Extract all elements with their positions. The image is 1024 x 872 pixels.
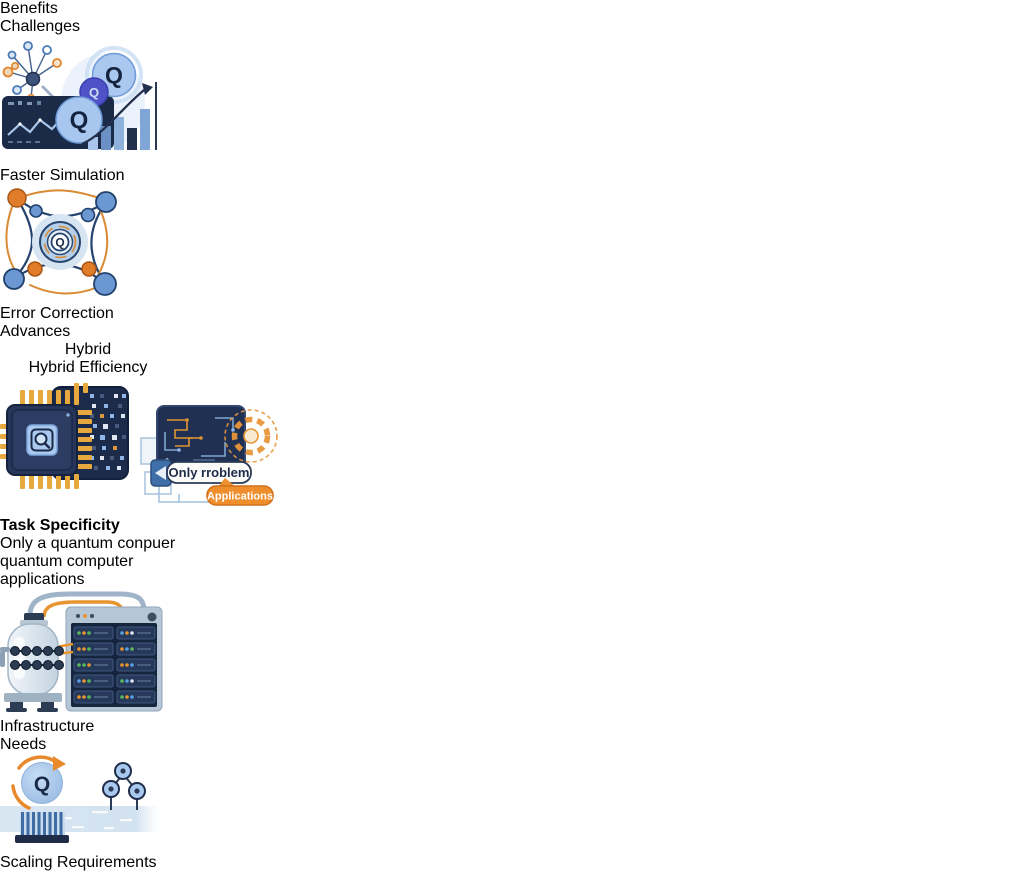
server-rack-icon <box>65 606 163 712</box>
infrastructure-cryostat-server-icon <box>0 591 163 712</box>
hybrid-chip-icon <box>0 383 129 489</box>
desc-line: applications <box>0 571 85 588</box>
quantum-simulation-growth-icon: Q Q Q <box>2 41 157 150</box>
benefit-label-hybrid: Hybrid Hybrid Efficiency <box>0 341 176 377</box>
label-line: Infrastructure <box>0 718 95 735</box>
benefit-label-faster-simulation: Faster Simulation <box>0 167 125 184</box>
label-line: Needs <box>0 736 47 753</box>
qubit-molecule-icon <box>102 762 146 810</box>
challenge-heading-task-specificity: Task Specificity <box>0 517 120 534</box>
bubble-orange-label: Applications <box>207 491 273 503</box>
bubble-white-label: Only rroblem <box>169 465 250 480</box>
qubit-cycle-icon: Q <box>11 755 66 810</box>
challenge-desc-task-specificity: Only a quantum conpuer quantum computer … <box>0 535 1024 589</box>
challenge-heading-scaling: Scaling Requirements <box>0 854 157 871</box>
growth-bar-chart-icon <box>81 82 157 150</box>
heatsink-icon <box>15 812 69 843</box>
benefits-title: Benefits <box>0 0 58 17</box>
benefit-label-error-correction: Error Correction Advances <box>0 305 1024 341</box>
label-line: Hybrid Efficiency <box>28 359 148 376</box>
desc-line: quantum computer <box>0 553 134 570</box>
speech-bubble-orange: Applications <box>206 478 275 506</box>
speech-bubble-white: Only rroblem <box>150 459 253 487</box>
label-line: Hybrid <box>64 341 112 358</box>
task-specificity-circuit-icon: Only rroblem Applications <box>140 405 279 506</box>
cryostat-tank-icon <box>0 613 64 712</box>
circuit-dot-grid-icon <box>90 394 126 470</box>
label-line: Advances <box>0 323 71 340</box>
challenge-heading-infrastructure: Infrastructure Needs <box>0 718 1024 754</box>
error-correction-lattice-icon: Q <box>3 188 117 296</box>
desc-line: Only a quantum conpuer <box>0 535 176 552</box>
label-line: Error Correction <box>0 305 114 322</box>
q-glyph: Q <box>55 236 64 250</box>
q-glyph: Q <box>105 62 123 88</box>
dashed-ring-icon <box>224 409 279 463</box>
q-glyph: Q <box>89 85 99 100</box>
q-glyph: Q <box>34 773 50 796</box>
scaling-qubit-icon: Q <box>0 755 160 843</box>
q-glyph: Q <box>70 107 89 134</box>
qubit-bubbles-icon: Q Q Q <box>55 52 137 144</box>
challenges-title: Challenges <box>0 18 81 35</box>
